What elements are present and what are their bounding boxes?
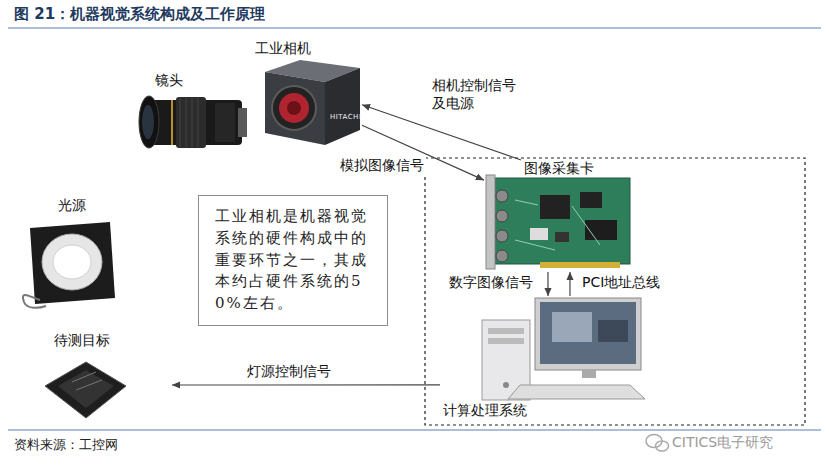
component-node: 图像采集卡 (484, 160, 632, 272)
component-label: 图像采集卡 (524, 160, 594, 178)
component-node: 光源 (22, 197, 120, 310)
dashed-region (425, 158, 805, 425)
source-note: 资料来源：工控网 (14, 436, 118, 454)
component-label: 光源 (58, 197, 86, 215)
signal-label: 模拟图像信号 (338, 156, 426, 174)
lens-picture (139, 96, 247, 148)
watermark-icon (646, 435, 669, 452)
component-label: 计算处理系统 (443, 402, 527, 420)
signal-arrow (172, 384, 440, 385)
signal-label: 相机控制信号 及电源 (430, 76, 526, 112)
component-label: 待测目标 (54, 332, 110, 350)
figure-title: 图 21：机器视觉系统构成及工作原理 (14, 5, 265, 24)
chip-picture (45, 362, 126, 418)
note-text: 工业相机是机器视觉系统的硬件构成中的重要环节之一，其成本约占硬件系统的50%左右… (215, 206, 371, 315)
signal-label: PCI地址总线 (580, 273, 662, 291)
component-node: 待测目标 (38, 332, 172, 422)
brand-text: HITACHI (330, 113, 361, 121)
component-node: 计算处理系统 (440, 296, 645, 422)
capture-card-picture (486, 175, 630, 269)
note-box: 工业相机是机器视觉系统的硬件构成中的重要环节之一，其成本约占硬件系统的50%左右… (198, 195, 388, 326)
bottom-rule (8, 430, 821, 431)
signal-label: 灯源控制信号 (245, 362, 333, 380)
component-label: 工业相机 (255, 40, 311, 58)
signal-label: 数字图像信号 (447, 273, 535, 291)
computer-picture (482, 298, 645, 400)
component-node: 镜头 (135, 72, 250, 154)
watermark: CITICS电子研究 (672, 434, 773, 452)
signal-arrow (547, 272, 548, 296)
camera-picture (265, 60, 360, 145)
component-label: 镜头 (155, 72, 183, 90)
signal-arrow (362, 105, 521, 160)
signal-arrow (569, 272, 570, 296)
top-rule (8, 28, 821, 29)
light-source-picture (23, 222, 115, 308)
component-node: 工业相机 (250, 40, 362, 148)
